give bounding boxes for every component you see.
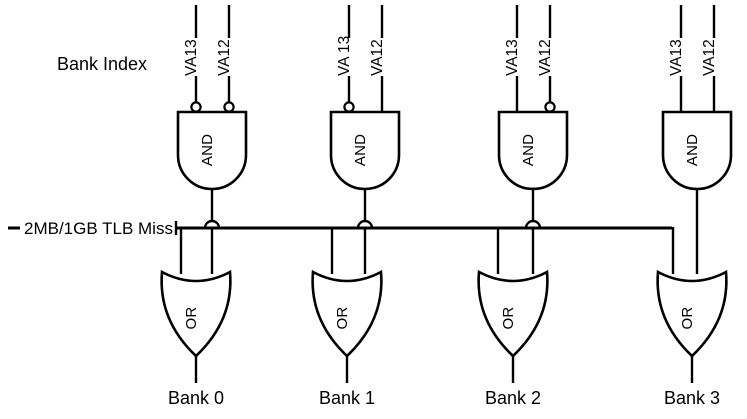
- decoder-unit-2: VA13 VA12 AND OR Bank 2: [477, 5, 569, 408]
- input-wire-va13-unit-3: VA13: [668, 5, 685, 112]
- inversion-bubble-va12: [223, 101, 235, 113]
- input-wire-va12-unit-1: VA12: [369, 5, 386, 112]
- output-label-bank-1: Bank 1: [319, 388, 375, 408]
- wire-hop-over-bus: [356, 219, 374, 229]
- input-wire-va12-unit-2: VA12: [537, 5, 554, 102]
- or-gate-unit-3: [656, 269, 728, 358]
- input-label-va12: VA12: [537, 39, 554, 76]
- tlb-miss-label: 2MB/1GB TLB Miss: [24, 219, 173, 238]
- decoder-unit-1: VA 13 VA12 AND OR Bank 1: [311, 5, 401, 408]
- and-gate-label: AND: [520, 134, 537, 166]
- decoder-unit-0: VA13 VA12 AND OR: [160, 5, 248, 408]
- and-gate-unit-3: [661, 110, 733, 191]
- or-gate-label: OR: [334, 307, 351, 330]
- or-gate-unit-1: [311, 269, 383, 358]
- and-gate-label: AND: [684, 134, 701, 166]
- or-gate-label: OR: [183, 307, 200, 330]
- input-label-va12: VA12: [216, 39, 233, 76]
- input-wire-va13-unit-1: VA 13: [336, 5, 353, 102]
- input-wire-va12-unit-0: VA12: [216, 5, 233, 102]
- tlb-miss-bus: 2MB/1GB TLB Miss: [8, 219, 672, 238]
- inversion-bubble-va12: [544, 101, 556, 113]
- input-wire-va12-unit-3: VA12: [701, 5, 718, 112]
- page-title: Bank Index: [57, 54, 147, 74]
- decoder-unit-3: VA13 VA12 AND OR Bank 3: [656, 5, 733, 408]
- output-label-bank-0: Bank 0: [168, 388, 224, 408]
- input-label-va13: VA13: [183, 39, 200, 76]
- wire-hop-over-bus: [203, 219, 221, 229]
- input-label-va13: VA13: [504, 39, 521, 76]
- and-gate-unit-0: [176, 110, 248, 191]
- inversion-bubble-va13: [343, 101, 355, 113]
- or-gate-label: OR: [679, 307, 696, 330]
- input-label-va13: VA13: [668, 39, 685, 76]
- input-wire-va13-unit-2: VA13: [504, 5, 521, 112]
- and-gate-label: AND: [352, 134, 369, 166]
- and-gate-label: AND: [199, 134, 216, 166]
- input-label-va12: VA12: [369, 39, 386, 76]
- and-gate-unit-1: [329, 110, 401, 191]
- output-label-bank-3: Bank 3: [664, 388, 720, 408]
- or-gate-unit-2: [477, 269, 549, 358]
- input-label-va12: VA12: [701, 39, 718, 76]
- input-wire-va13-unit-0: VA13: [183, 5, 200, 102]
- or-gate-unit-0: [160, 269, 232, 358]
- and-gate-unit-2: [497, 110, 569, 191]
- or-gate-label: OR: [500, 307, 517, 330]
- inversion-bubble-va13: [190, 101, 202, 113]
- output-label-bank-2: Bank 2: [485, 388, 541, 408]
- input-label-va13: VA 13: [336, 36, 353, 76]
- wire-hop-over-bus: [524, 219, 542, 229]
